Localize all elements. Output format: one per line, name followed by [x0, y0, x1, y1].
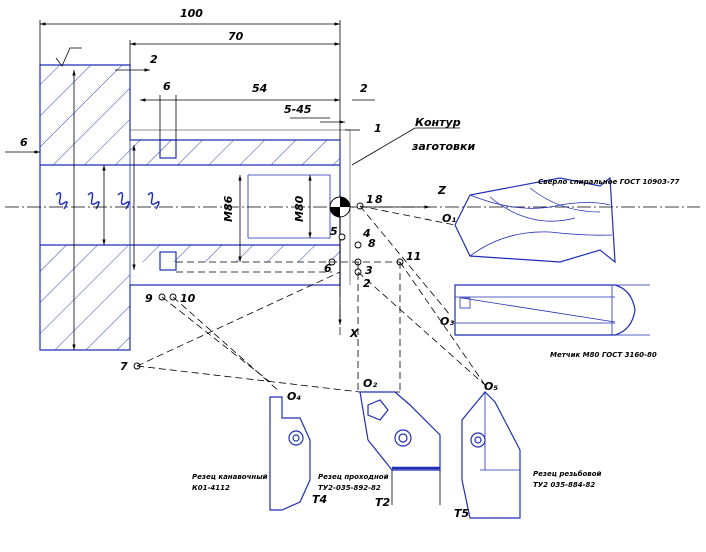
drill-tool-icon [454, 176, 616, 264]
dim-6-top: 6 [163, 80, 171, 93]
point-3: 3 [365, 264, 373, 277]
origin-o2: O₂ [363, 377, 377, 390]
point-9: 9 [145, 292, 153, 305]
origin-symbol-icon [329, 196, 351, 218]
dim-m80: M80 [293, 195, 306, 222]
point-4: 4 [362, 227, 371, 240]
dim-chamfer: 5-45 [284, 103, 312, 116]
through-label-line1: Резец проходной [318, 473, 389, 481]
point-2: 2 [363, 277, 371, 290]
tap-tool-icon [454, 284, 650, 336]
dimension-lines [5, 20, 460, 350]
origin-o1: O₁ [442, 212, 456, 225]
point-11: 11 [406, 250, 421, 263]
dim-6-left: 6 [20, 136, 28, 149]
thread-label-line2: ТУ2 035-884-82 [533, 481, 595, 489]
boring-label-line1: Резец канавочный [192, 473, 268, 481]
through-label-line2: ТУ2-035-892-82 [318, 484, 381, 492]
point-7: 7 [120, 360, 128, 373]
outline-label-line2: заготовки [411, 140, 475, 153]
point-10: 10 [180, 292, 196, 305]
thread-label-line1: Резец резьбовой [533, 470, 602, 478]
tap-label: Метчик М80 ГОСТ 3160-80 [550, 351, 657, 359]
origin-o5: O₅ [484, 380, 498, 393]
through-tool-icon [359, 391, 441, 505]
outline-label-line1: Контур [415, 116, 461, 129]
dim-70: 70 [228, 30, 244, 43]
x-axis-label: X [349, 327, 359, 340]
point-8b: 8 [368, 237, 376, 250]
dim-1: 1 [374, 122, 382, 135]
point-6: 6 [324, 262, 332, 275]
dim-100: 100 [180, 7, 203, 20]
tool-t5: T5 [454, 507, 470, 520]
chuck-jaw-icons [55, 192, 160, 210]
tool-paths [136, 205, 486, 393]
point-8a: 8 [375, 193, 383, 206]
tool-t2: T2 [375, 496, 391, 509]
origin-o3: O₃ [440, 315, 454, 328]
origin-o4: O₄ [287, 390, 301, 403]
point-5: 5 [330, 225, 338, 238]
groove-tool-icon [269, 396, 311, 511]
dim-2-top: 2 [150, 53, 158, 66]
z-axis-label: Z [437, 184, 447, 197]
boring-label-line2: К01-4112 [192, 484, 230, 492]
tool-t4: T4 [312, 493, 327, 506]
point-1: 1 [366, 193, 374, 206]
dim-2-right: 2 [360, 82, 368, 95]
dim-54: 54 [252, 82, 267, 95]
thread-tool-icon [461, 391, 521, 519]
dim-m86: M86 [222, 195, 235, 222]
drill-label: Сверло спиральное ГОСТ 10903-77 [538, 178, 680, 186]
